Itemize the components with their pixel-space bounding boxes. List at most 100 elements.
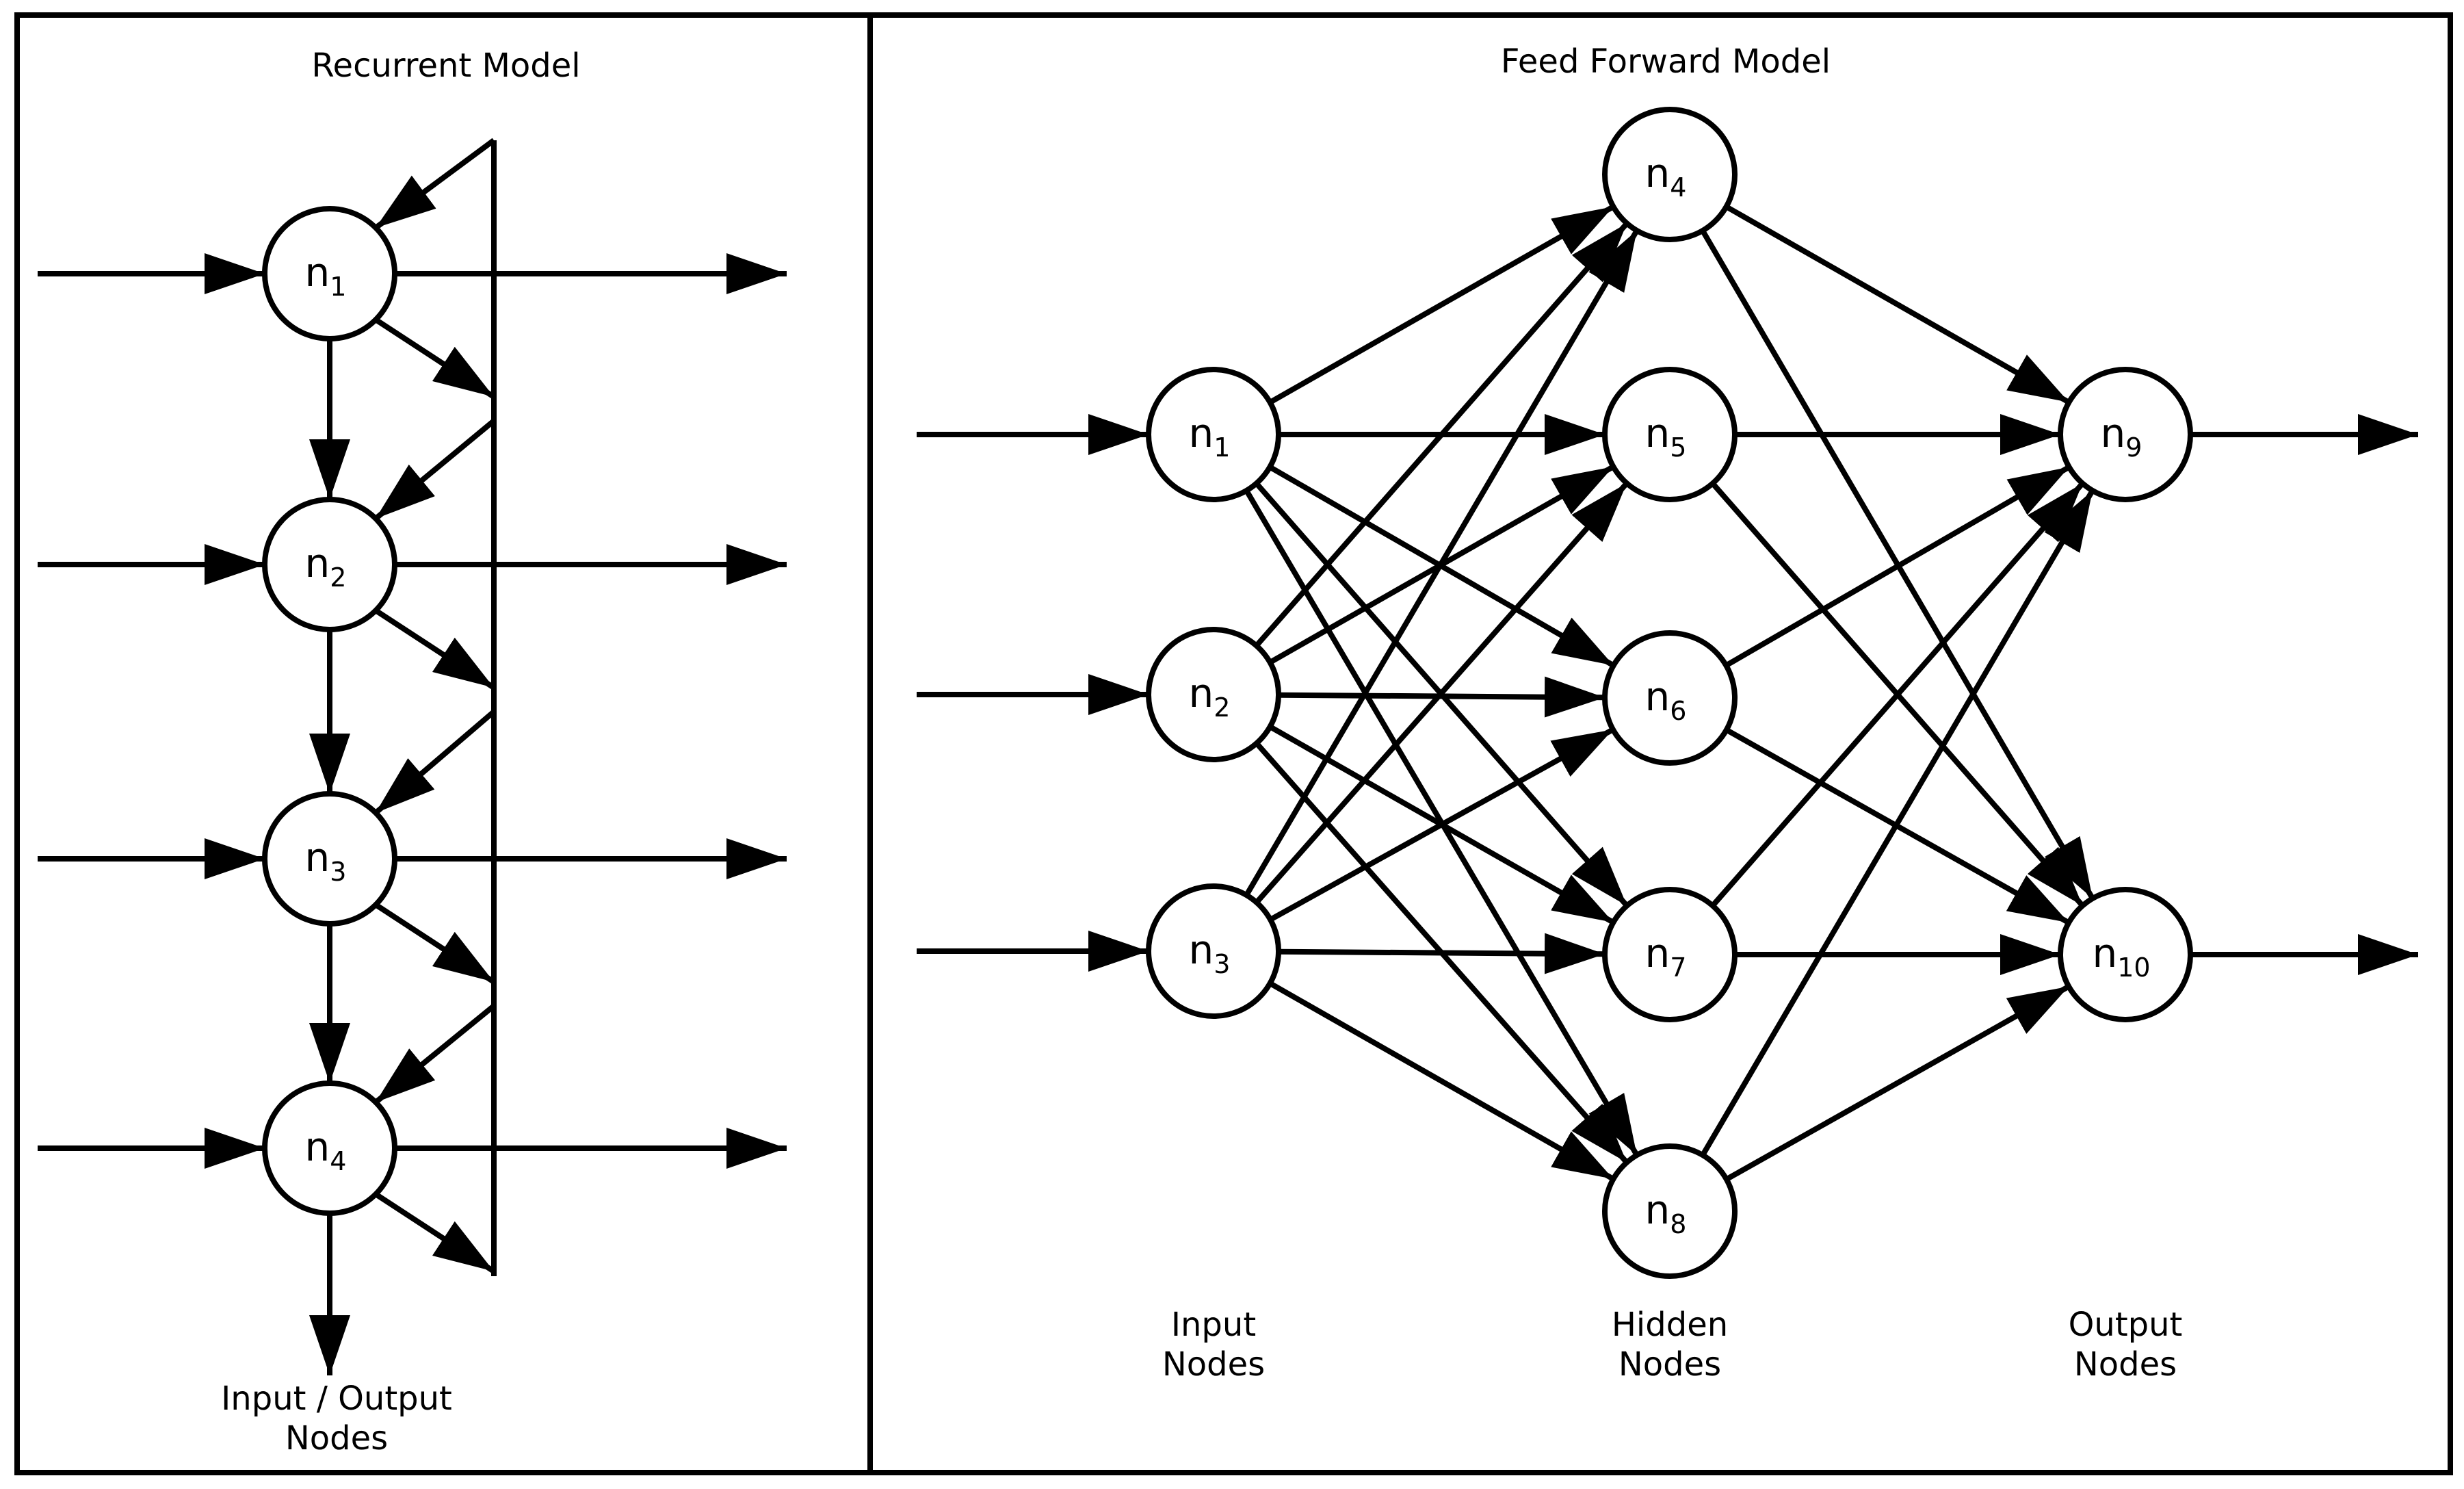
recurrent-node-label: n2 bbox=[305, 540, 347, 593]
feedforward-node-circle bbox=[1602, 107, 1738, 242]
node-letter: n bbox=[1645, 1187, 1670, 1233]
feedforward-node-circle bbox=[1602, 630, 1738, 766]
node-subscript: 2 bbox=[330, 562, 346, 593]
feedforward-node-n2: n2 bbox=[1146, 627, 1281, 762]
feedforward-title: Feed Forward Model bbox=[1501, 42, 1831, 81]
node-letter: n bbox=[305, 540, 330, 586]
feedforward-node-circle bbox=[2058, 367, 2193, 502]
node-subscript: 1 bbox=[1214, 432, 1230, 463]
feedforward-node-label: n9 bbox=[2101, 410, 2142, 463]
recurrent-node-label: n1 bbox=[305, 249, 347, 302]
feedforward-edges bbox=[917, 204, 2418, 1182]
recurrent-to-feedback-arrow-n4 bbox=[373, 1191, 496, 1274]
node-subscript: 8 bbox=[1670, 1209, 1686, 1239]
input-layer-caption-line-1: Input bbox=[1171, 1306, 1256, 1344]
node-subscript: 3 bbox=[1214, 949, 1230, 979]
feedforward-node-circle bbox=[1602, 887, 1738, 1022]
feedforward-edge-n6-n9 bbox=[1725, 465, 2071, 668]
recurrent-node-circle bbox=[262, 1080, 397, 1216]
feedforward-node-circle bbox=[1146, 627, 1281, 762]
recurrent-node-circle bbox=[262, 497, 397, 632]
feedforward-node-circle bbox=[1602, 1143, 1738, 1279]
node-subscript: 5 bbox=[1670, 432, 1686, 463]
feedforward-panel bbox=[867, 12, 2453, 1475]
feedforward-node-label: n2 bbox=[1189, 670, 1231, 723]
feedforward-edge-n1-n4 bbox=[1268, 204, 1615, 405]
feedforward-node-label: n10 bbox=[2092, 930, 2150, 983]
recurrent-to-feedback-arrow-n2 bbox=[373, 608, 496, 690]
hidden-layer-caption-line-1: Hidden bbox=[1612, 1306, 1728, 1344]
recurrent-feedback-arrow-n2 bbox=[373, 418, 496, 521]
feedforward-node-n9: n9 bbox=[2058, 367, 2193, 502]
feedforward-node-n6: n6 bbox=[1602, 630, 1738, 766]
recurrent-feedback-arrow-n1 bbox=[373, 138, 496, 231]
feedforward-node-label: n7 bbox=[1645, 930, 1687, 983]
input-layer-caption-line-2: Nodes bbox=[1162, 1345, 1265, 1384]
feedforward-node-label: n5 bbox=[1645, 410, 1687, 463]
feedforward-edge-n2-n4 bbox=[1254, 221, 1629, 648]
feedforward-edge-n3-n8 bbox=[1268, 981, 1615, 1182]
feedforward-node-n8: n8 bbox=[1602, 1143, 1738, 1279]
feedforward-edge-n7-n9 bbox=[1710, 481, 2085, 908]
node-letter: n bbox=[1645, 930, 1670, 976]
recurrent-feedback-arrow-n4 bbox=[373, 1003, 496, 1105]
recurrent-node-n2: n2 bbox=[262, 497, 397, 632]
feedforward-node-n10: n10 bbox=[2058, 887, 2193, 1022]
node-letter: n bbox=[305, 1124, 330, 1170]
node-letter: n bbox=[305, 249, 330, 296]
feedforward-node-label: n3 bbox=[1189, 927, 1231, 979]
output-layer-caption-line-2: Nodes bbox=[2074, 1345, 2177, 1384]
recurrent-caption-line-1: Input / Output bbox=[221, 1380, 452, 1418]
feedforward-node-label: n1 bbox=[1189, 410, 1231, 463]
recurrent-node-label: n4 bbox=[305, 1124, 347, 1176]
feedforward-node-label: n6 bbox=[1645, 673, 1687, 726]
feedforward-node-circle bbox=[1146, 883, 1281, 1019]
node-subscript: 1 bbox=[330, 272, 346, 302]
recurrent-title: Recurrent Model bbox=[311, 47, 580, 85]
node-subscript: 3 bbox=[330, 857, 346, 887]
recurrent-edges bbox=[38, 138, 787, 1375]
recurrent-node-n3: n3 bbox=[262, 791, 397, 927]
feedforward-edge-n3-n4 bbox=[1244, 229, 1640, 897]
node-subscript: 9 bbox=[2125, 432, 2142, 463]
node-letter: n bbox=[2092, 930, 2117, 976]
feedforward-edge-n8-n9 bbox=[1700, 489, 2095, 1157]
node-letter: n bbox=[305, 834, 330, 881]
node-subscript: 4 bbox=[330, 1146, 346, 1176]
recurrent-to-feedback-arrow-n3 bbox=[373, 902, 496, 985]
node-letter: n bbox=[1645, 150, 1670, 196]
recurrent-node-label: n3 bbox=[305, 834, 347, 887]
feedforward-node-label: n8 bbox=[1645, 1187, 1687, 1239]
node-letter: n bbox=[2101, 410, 2126, 456]
hidden-layer-caption-line-2: Nodes bbox=[1618, 1345, 1721, 1384]
feedforward-node-n3: n3 bbox=[1146, 883, 1281, 1019]
feedforward-node-circle bbox=[1602, 367, 1738, 502]
feedforward-node-n5: n5 bbox=[1602, 367, 1738, 502]
node-subscript: 10 bbox=[2117, 953, 2150, 983]
feedforward-node-n1: n1 bbox=[1146, 367, 1281, 502]
feedforward-edge-n8-n10 bbox=[1725, 984, 2071, 1182]
recurrent-node-n1: n1 bbox=[262, 206, 397, 341]
recurrent-caption-line-2: Nodes bbox=[285, 1419, 388, 1458]
node-subscript: 7 bbox=[1670, 953, 1686, 983]
feedforward-node-circle bbox=[1146, 367, 1281, 502]
feedforward-node-label: n4 bbox=[1645, 150, 1687, 203]
node-letter: n bbox=[1645, 673, 1670, 720]
feedforward-edge-n3-n6 bbox=[1269, 727, 1614, 922]
feedforward-node-circle bbox=[2058, 887, 2193, 1022]
recurrent-node-n4: n4 bbox=[262, 1080, 397, 1216]
recurrent-to-feedback-arrow-n1 bbox=[373, 317, 496, 400]
feedforward-edge-n3-n7 bbox=[1278, 933, 1605, 974]
node-letter: n bbox=[1189, 410, 1214, 456]
recurrent-node-circle bbox=[262, 791, 397, 927]
feedforward-edge-n3-n5 bbox=[1254, 481, 1629, 905]
node-letter: n bbox=[1189, 670, 1214, 716]
output-layer-caption-line-1: Output bbox=[2069, 1306, 2183, 1344]
node-subscript: 4 bbox=[1670, 172, 1686, 203]
recurrent-node-circle bbox=[262, 206, 397, 341]
feedforward-node-n4: n4 bbox=[1602, 107, 1738, 242]
node-letter: n bbox=[1189, 927, 1214, 973]
